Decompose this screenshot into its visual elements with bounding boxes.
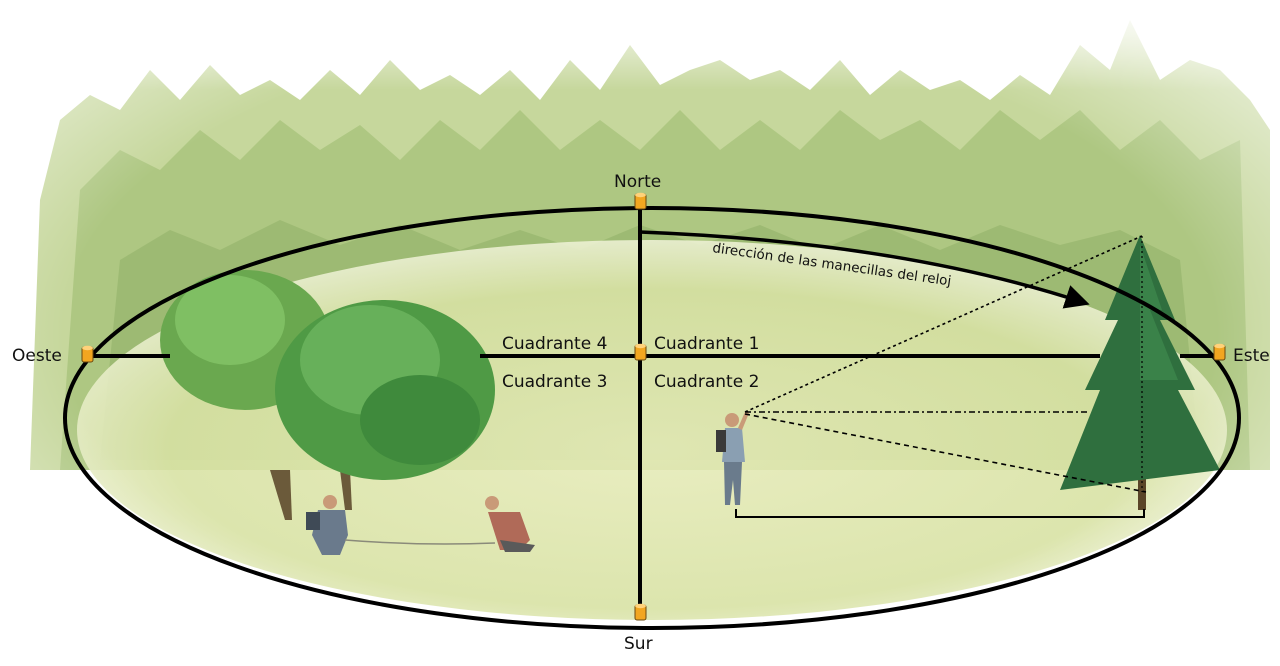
marker-south xyxy=(634,603,647,621)
marker-west xyxy=(81,345,94,363)
label-quadrant-4: Cuadrante 4 xyxy=(502,334,608,354)
label-quadrant-1: Cuadrante 1 xyxy=(654,334,760,354)
label-east: Este xyxy=(1233,346,1270,366)
clockwise-arrow xyxy=(639,230,1090,309)
label-quadrant-3: Cuadrante 3 xyxy=(502,372,608,392)
measuring-tape xyxy=(344,539,496,545)
person-clinometer xyxy=(716,412,749,505)
label-north: Norte xyxy=(614,172,662,192)
label-west: Oeste xyxy=(12,346,62,366)
person-measuring-right xyxy=(485,496,535,552)
conifer-tree xyxy=(1060,235,1220,510)
deciduous-trees xyxy=(160,270,495,520)
plot-boundary xyxy=(63,206,1241,630)
marker-east xyxy=(1213,343,1226,361)
sight-line-top xyxy=(744,235,1143,413)
distance-bracket xyxy=(735,509,1145,518)
label-south: Sur xyxy=(624,634,653,654)
marker-center xyxy=(634,343,647,361)
label-quadrant-2: Cuadrante 2 xyxy=(654,372,760,392)
person-measuring-left xyxy=(306,495,348,555)
marker-north xyxy=(634,192,647,210)
